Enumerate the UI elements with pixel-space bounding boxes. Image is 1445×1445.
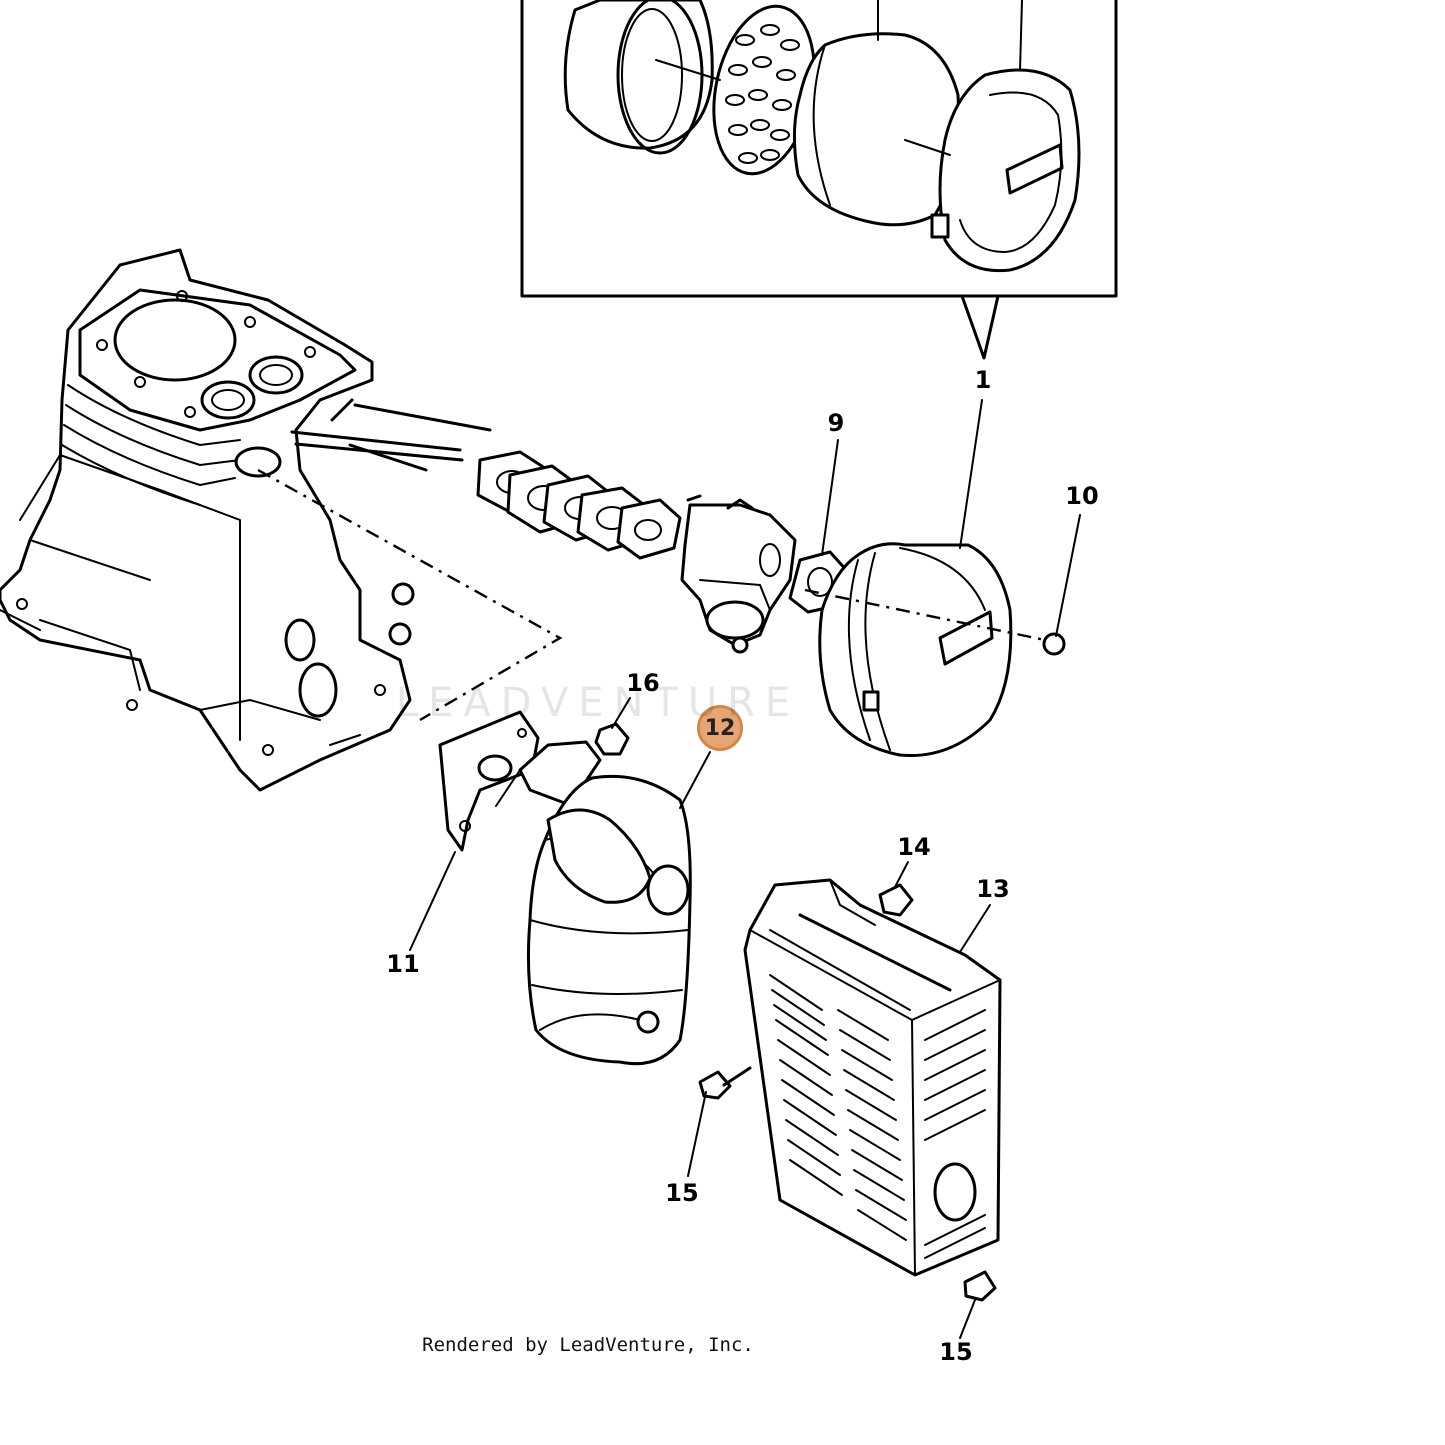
callout-16[interactable]: 16 [626,669,660,697]
callout-9[interactable]: 9 [827,409,845,437]
exhaust-nut [594,722,630,756]
callout-11[interactable]: 11 [386,950,420,978]
callout-1[interactable]: 1 [974,366,992,394]
callout-13[interactable]: 13 [976,875,1010,903]
leader-lines [409,399,1081,1339]
callout-12-highlighted[interactable]: 12 [697,705,743,751]
callout-15-bottom[interactable]: 15 [939,1338,973,1366]
callout-10[interactable]: 10 [1065,482,1099,510]
intake-gaskets [476,450,682,560]
watermark: LEADVENTURE [395,680,801,726]
air-cleaner-nut [1042,632,1066,656]
screws [698,883,997,1302]
callout-14[interactable]: 14 [897,833,931,861]
engine-block [0,248,492,792]
render-credit: Rendered by LeadVenture, Inc. [422,1334,754,1356]
exhaust-gasket [438,710,540,852]
air-cleaner-assembly [818,542,1013,758]
air-cleaner-inset [520,0,1118,360]
callout-15-left[interactable]: 15 [665,1179,699,1207]
heat-shield [743,878,1002,1277]
carburetor [680,494,797,654]
muffler [495,740,692,1066]
